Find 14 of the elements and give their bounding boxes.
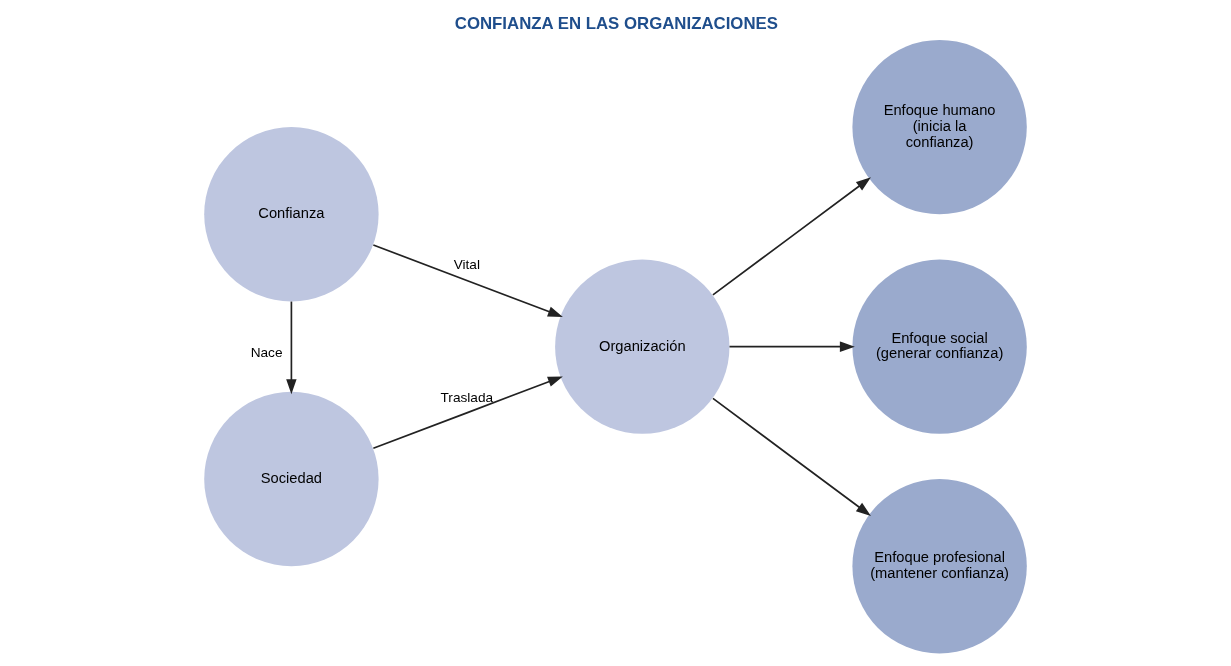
- node-circle: Sociedad: [204, 391, 379, 567]
- edge-label: Traslada: [440, 389, 494, 405]
- node-circle: Enfoque social (generar confianza): [852, 259, 1027, 434]
- arrow: [712, 397, 871, 516]
- node-circle: Organización: [555, 259, 730, 434]
- diagram-title: CONFIANZA EN LAS ORGANIZACIONES: [454, 14, 778, 34]
- arrow: [372, 376, 563, 450]
- arrow: [728, 341, 855, 352]
- arrow: [372, 244, 563, 317]
- arrow: [286, 300, 297, 395]
- edge-label: Vital: [453, 257, 480, 273]
- arrow: [712, 177, 871, 296]
- edge-label: Nace: [250, 345, 283, 361]
- node-circle: Confianza: [204, 127, 379, 302]
